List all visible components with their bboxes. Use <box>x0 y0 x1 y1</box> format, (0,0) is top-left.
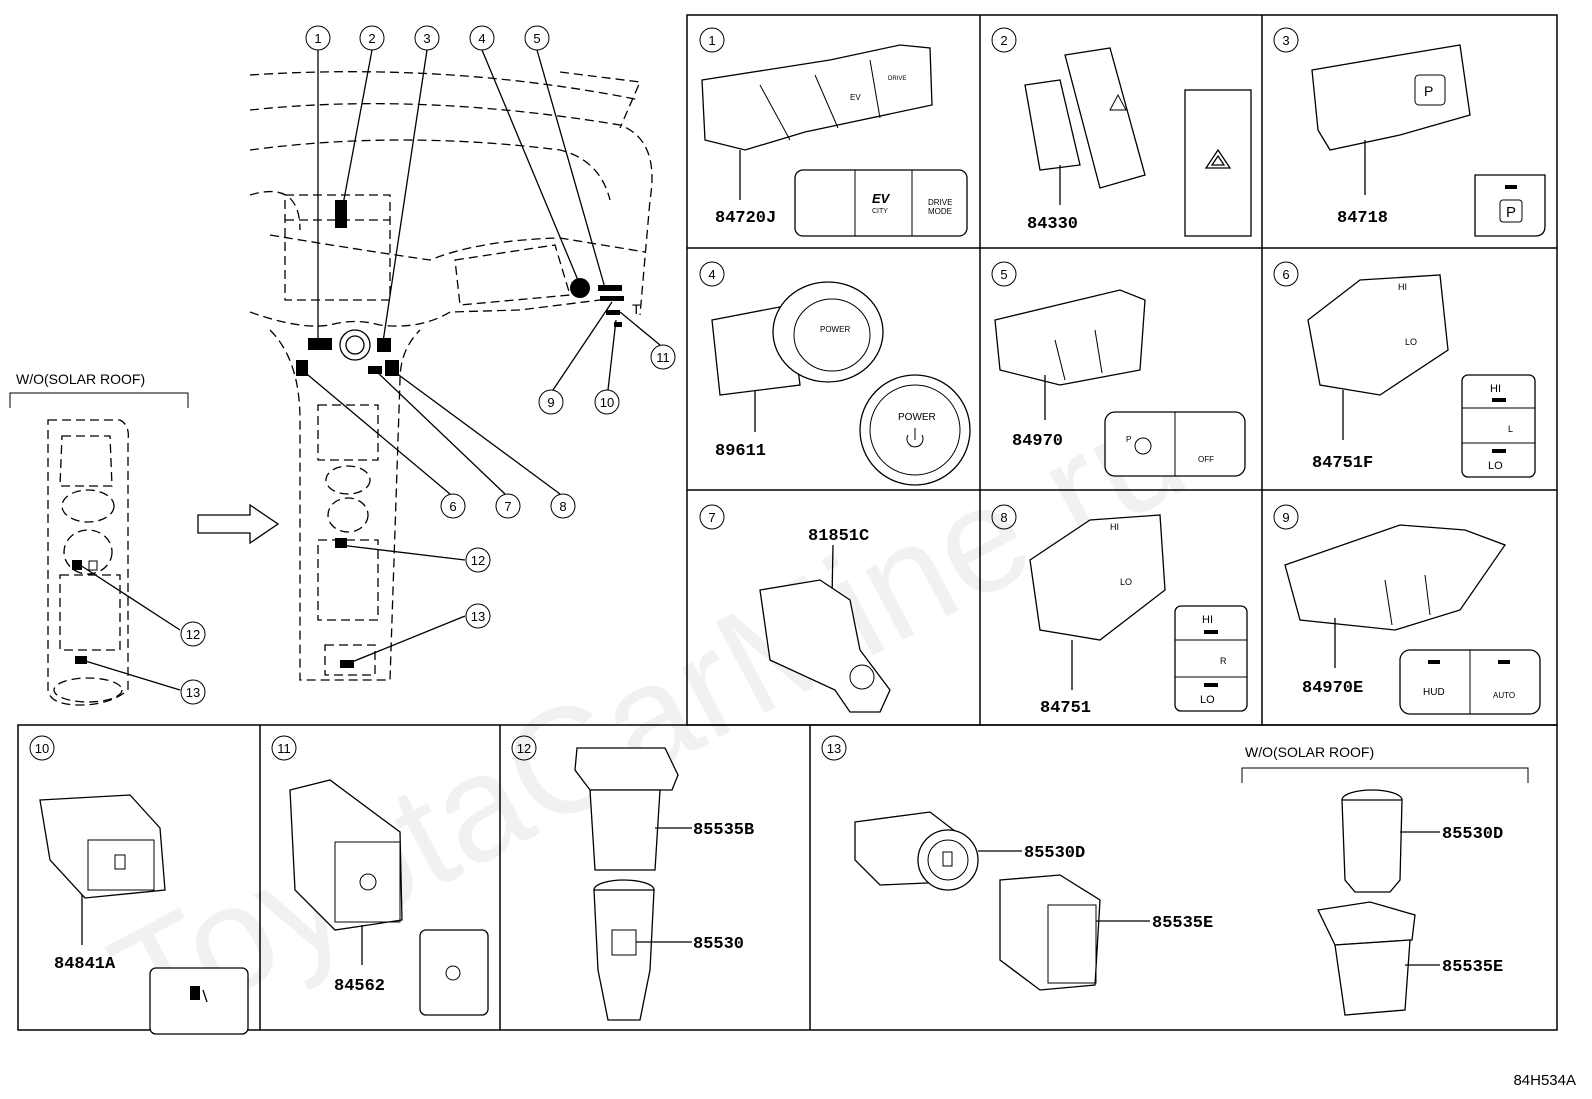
part-85535B: 85535B <box>693 821 754 840</box>
panel-6-number: 6 <box>1282 267 1289 282</box>
panel-13-number: 13 <box>827 741 841 756</box>
svg-text:HI: HI <box>1110 522 1119 532</box>
callout-10: 10 <box>600 395 614 410</box>
panel-4-number: 4 <box>708 267 715 282</box>
svg-text:R: R <box>1220 656 1227 666</box>
svg-text:DRIVE: DRIVE <box>928 198 952 207</box>
panel-1: 1 EV DRIVE 84720J EV CITY DRIVE MODE <box>699 27 968 237</box>
panel-8: 8 HI LO 84751 HI R LO <box>991 504 1248 718</box>
diagram-code: 84H534A <box>1513 1072 1576 1089</box>
callout-6: 6 <box>449 499 456 514</box>
part-84720J: 84720J <box>715 209 776 228</box>
svg-text:MODE: MODE <box>928 207 952 216</box>
part-89611: 89611 <box>715 442 766 461</box>
callout-13-left: 13 <box>186 685 200 700</box>
panel-7-number: 7 <box>708 510 715 525</box>
wo-solar-roof-label: W/O(SOLAR ROOF) <box>16 371 145 387</box>
part-84970E: 84970E <box>1302 679 1363 698</box>
svg-text:L: L <box>1508 424 1513 434</box>
arrow-icon <box>197 503 280 545</box>
part-81851C: 81851C <box>808 527 869 546</box>
callout-12-left: 12 <box>186 627 200 642</box>
wo-solar-roof-console: W/O(SOLAR ROOF) 12 13 <box>9 371 206 706</box>
part-84751: 84751 <box>1040 699 1091 718</box>
svg-text:LO: LO <box>1488 460 1503 472</box>
part-85530D-b: 85530D <box>1442 825 1503 844</box>
callout-5: 5 <box>533 31 540 46</box>
panel-2: 2 84330 <box>991 27 1252 237</box>
callout-13: 13 <box>471 609 485 624</box>
callout-4: 4 <box>478 31 485 46</box>
panel-7: 7 81851C <box>699 504 891 713</box>
part-84751F: 84751F <box>1312 454 1373 473</box>
panel-10: 10 84841A <box>29 735 249 1035</box>
part-84562: 84562 <box>334 977 385 996</box>
callout-7: 7 <box>504 499 511 514</box>
panel-11: 11 84562 <box>271 735 489 1016</box>
part-84970: 84970 <box>1012 432 1063 451</box>
panel-4: 4 POWER 89611 POWER <box>699 261 971 486</box>
svg-text:HI: HI <box>1398 282 1407 292</box>
panel-5-number: 5 <box>1000 267 1007 282</box>
panel-13: 13 85530D 85535E W/O(SOLAR ROOF) 85530D … <box>821 735 1529 1016</box>
svg-text:P: P <box>1424 83 1433 99</box>
panel-3-number: 3 <box>1282 33 1289 48</box>
panel-11-number: 11 <box>277 741 291 756</box>
panel-3: 3 P 84718 P <box>1273 27 1546 237</box>
svg-text:T: T <box>632 301 641 317</box>
panel-2-number: 2 <box>1000 33 1007 48</box>
callout-11: 11 <box>656 350 670 365</box>
svg-text:HUD: HUD <box>1423 687 1445 698</box>
svg-text:LO: LO <box>1200 694 1215 706</box>
svg-text:LO: LO <box>1120 577 1132 587</box>
svg-text:HI: HI <box>1490 383 1501 395</box>
svg-text:P: P <box>1126 435 1131 444</box>
wo-solar-roof-label-13: W/O(SOLAR ROOF) <box>1245 744 1374 760</box>
panel-grid <box>17 14 1558 1031</box>
panel-12-number: 12 <box>517 741 531 756</box>
callout-3: 3 <box>423 31 430 46</box>
svg-text:LO: LO <box>1405 337 1417 347</box>
svg-text:POWER: POWER <box>820 325 850 334</box>
panel-6: 6 HI LO 84751F HI L LO <box>1273 261 1536 478</box>
svg-text:DRIVE: DRIVE <box>888 76 906 82</box>
dashboard-overview: T 1 2 3 4 5 6 7 8 9 10 11 12 13 <box>249 25 676 681</box>
panel-8-number: 8 <box>1000 510 1007 525</box>
svg-text:POWER: POWER <box>898 412 936 423</box>
callout-9: 9 <box>547 395 554 410</box>
part-85530: 85530 <box>693 935 744 954</box>
svg-text:EV: EV <box>872 191 891 206</box>
callout-2: 2 <box>368 31 375 46</box>
panel-10-number: 10 <box>35 741 49 756</box>
part-84841A: 84841A <box>54 955 116 974</box>
part-85530D-a: 85530D <box>1024 844 1085 863</box>
panel-12: 12 85535B 85530 <box>511 735 754 1021</box>
panel-1-number: 1 <box>708 33 715 48</box>
part-84718: 84718 <box>1337 209 1388 228</box>
part-84330: 84330 <box>1027 215 1078 234</box>
callout-1: 1 <box>314 31 321 46</box>
svg-text:AUTO: AUTO <box>1493 691 1515 700</box>
svg-text:P: P <box>1506 204 1516 221</box>
callout-12: 12 <box>471 553 485 568</box>
svg-text:EV: EV <box>850 93 861 102</box>
panel-5: 5 84970 P OFF <box>991 261 1246 477</box>
panel-9-number: 9 <box>1282 510 1289 525</box>
svg-text:HI: HI <box>1202 614 1213 626</box>
panel-9: 9 84970E HUD AUTO <box>1273 504 1541 715</box>
callout-8: 8 <box>559 499 566 514</box>
part-85535E-a: 85535E <box>1152 914 1213 933</box>
svg-text:OFF: OFF <box>1198 455 1214 464</box>
svg-text:CITY: CITY <box>872 208 888 215</box>
part-85535E-b: 85535E <box>1442 958 1503 977</box>
